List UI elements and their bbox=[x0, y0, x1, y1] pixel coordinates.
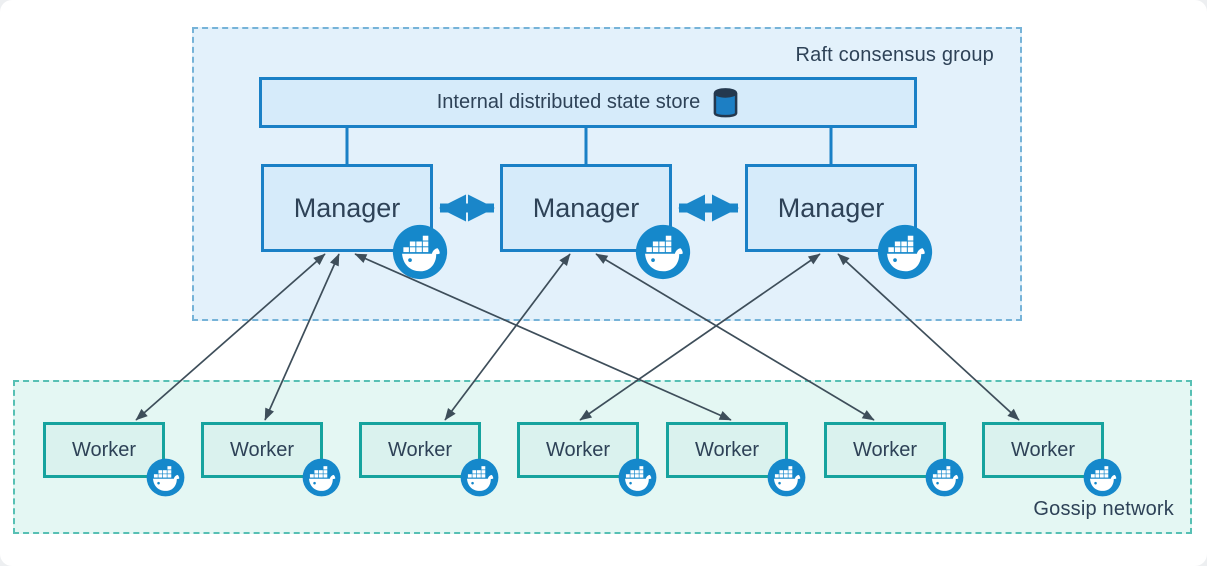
worker-7-label: Worker bbox=[1010, 438, 1076, 461]
docker-whale-icon bbox=[767, 458, 806, 497]
docker-whale-icon bbox=[460, 458, 499, 497]
docker-whale-icon bbox=[618, 458, 657, 497]
worker-node-3: Worker bbox=[359, 422, 481, 478]
worker-node-6: Worker bbox=[824, 422, 946, 478]
docker-whale-icon bbox=[146, 458, 185, 497]
manager-node-2: Manager bbox=[500, 164, 672, 252]
state-store-label: Internal distributed state store bbox=[436, 91, 701, 113]
docker-whale-icon bbox=[302, 458, 341, 497]
state-store-node: Internal distributed state store bbox=[259, 77, 917, 128]
manager-3-label: Manager bbox=[777, 192, 885, 223]
worker-5-label: Worker bbox=[694, 438, 760, 461]
worker-4-label: Worker bbox=[545, 438, 611, 461]
worker-node-5: Worker bbox=[666, 422, 788, 478]
database-cylinder-icon bbox=[712, 87, 739, 120]
worker-2-label: Worker bbox=[229, 438, 295, 461]
gossip-network-label: Gossip network bbox=[1033, 498, 1174, 520]
manager-2-label: Manager bbox=[532, 192, 640, 223]
docker-whale-icon bbox=[1083, 458, 1122, 497]
docker-whale-icon bbox=[925, 458, 964, 497]
docker-whale-icon bbox=[877, 224, 933, 280]
docker-whale-icon bbox=[392, 224, 448, 280]
raft-consensus-group-label: Raft consensus group bbox=[795, 44, 994, 66]
worker-node-2: Worker bbox=[201, 422, 323, 478]
worker-node-1: Worker bbox=[43, 422, 165, 478]
worker-6-label: Worker bbox=[852, 438, 918, 461]
worker-node-7: Worker bbox=[982, 422, 1104, 478]
worker-node-4: Worker bbox=[517, 422, 639, 478]
manager-1-label: Manager bbox=[293, 192, 401, 223]
worker-3-label: Worker bbox=[387, 438, 453, 461]
manager-node-3: Manager bbox=[745, 164, 917, 252]
docker-whale-icon bbox=[635, 224, 691, 280]
worker-1-label: Worker bbox=[71, 438, 137, 461]
